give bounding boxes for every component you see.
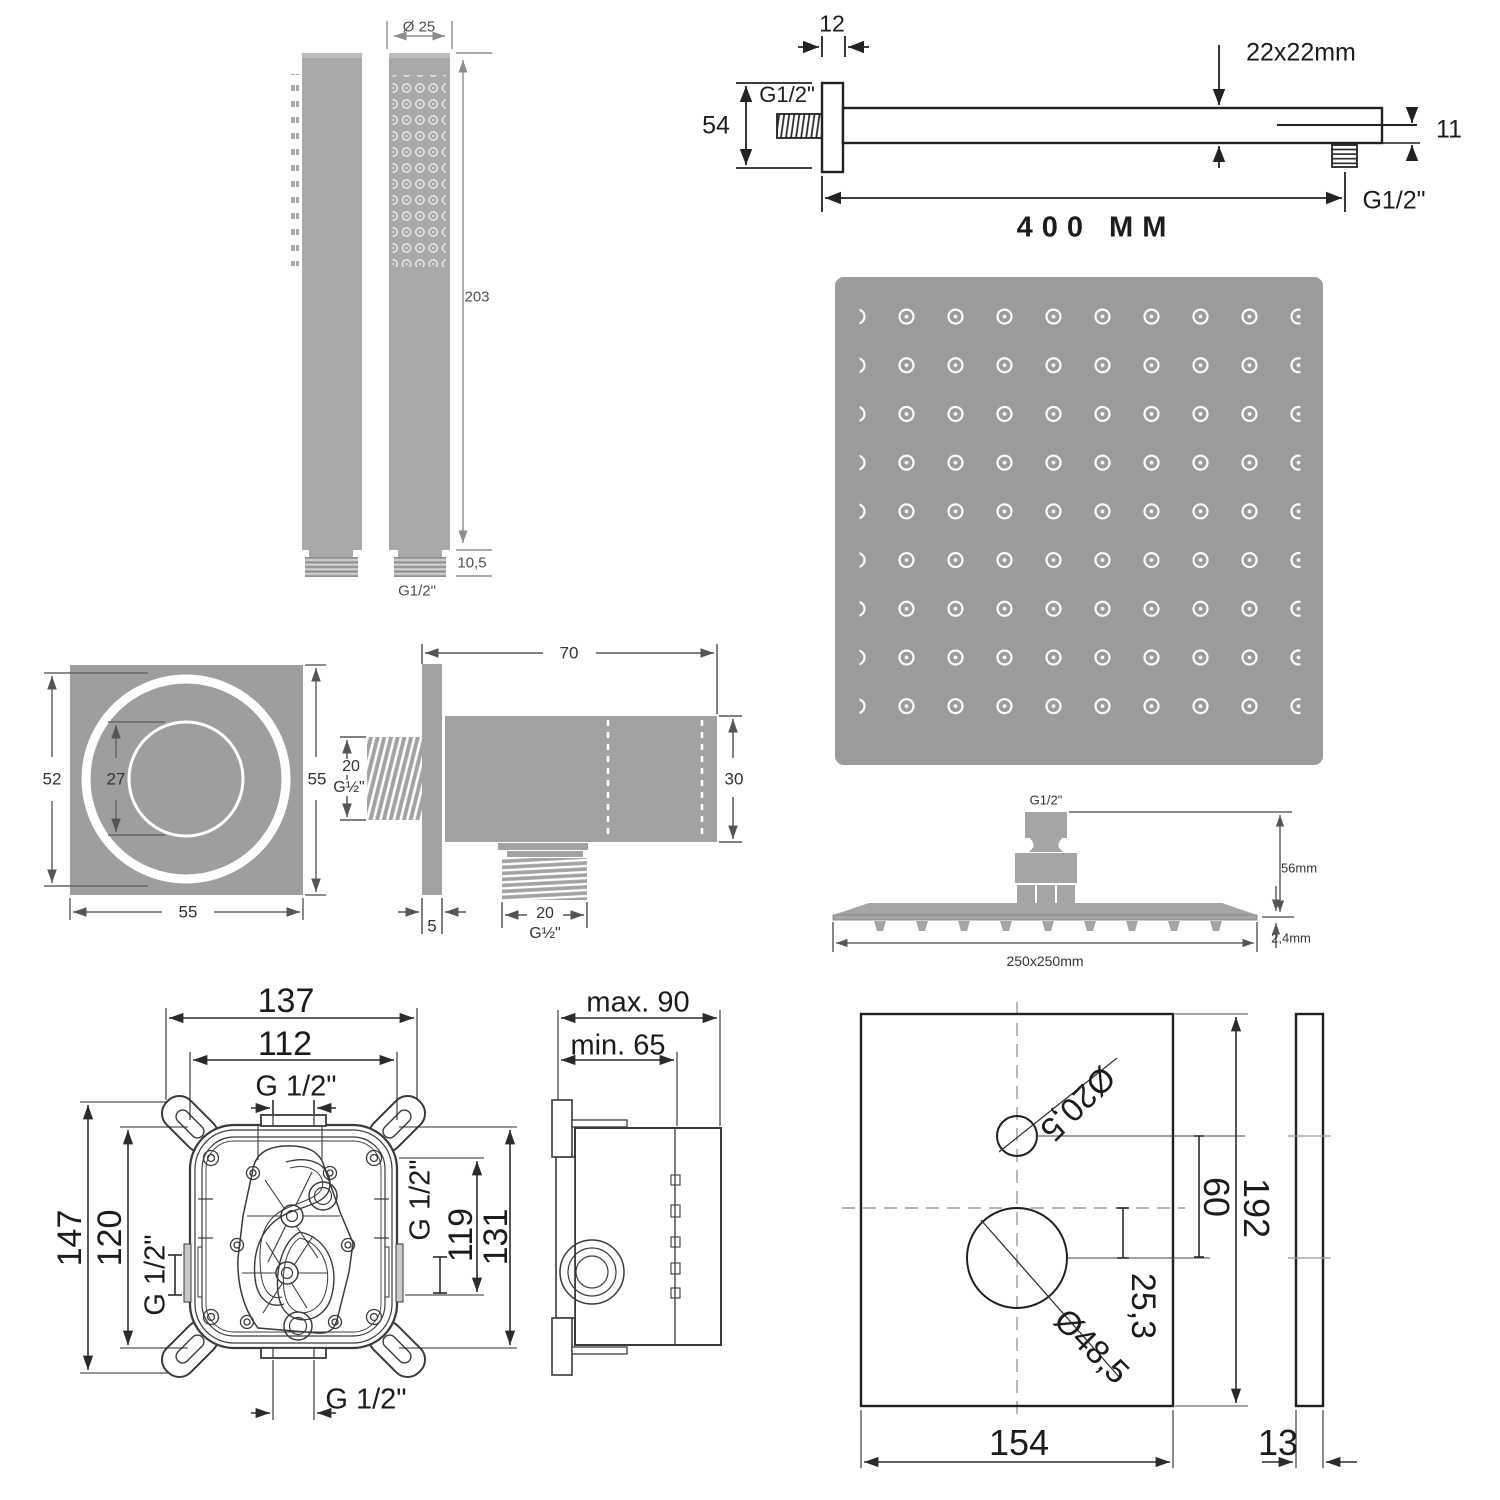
outlet-outlet-length-label: 20 <box>536 905 554 922</box>
outlet-width-label: 55 <box>178 902 198 922</box>
wall-outlet-side-drawing <box>340 644 742 934</box>
plate-thickness-label: 13 <box>1257 1422 1299 1463</box>
valve-front-drawing <box>80 1008 517 1420</box>
outlet-ring-inner-label: 27 <box>106 769 126 789</box>
valve-port-span-right-label: 119 <box>442 1207 480 1263</box>
valve-width-total-label: 137 <box>257 982 315 1020</box>
outlet-inlet-length-label: 20 <box>339 759 363 775</box>
outlet-height-label: 55 <box>307 769 327 789</box>
shower-arm-drawing <box>736 36 1420 212</box>
cover-plate-drawing <box>842 1002 1357 1468</box>
arm-flange-thickness-label: 12 <box>819 10 845 37</box>
plate-hole-centers-label: 60 <box>1196 1176 1237 1218</box>
arm-flange-height-label: 54 <box>702 111 730 140</box>
plate-hole-offset-label: 25,3 <box>1124 1272 1162 1340</box>
valve-side-drawing <box>551 1010 722 1376</box>
handshower-tip-length-label: 10,5 <box>457 554 487 572</box>
shower-head-side-drawing <box>832 811 1294 952</box>
valve-depth-max-label: max. 90 <box>586 986 690 1019</box>
valve-width-body-label: 112 <box>257 1025 313 1063</box>
outlet-body-height-label: 30 <box>724 769 744 789</box>
handshower-length-label: 203 <box>464 288 490 306</box>
outlet-plate-thickness-label: 5 <box>427 916 437 936</box>
head-size-label: 250x250mm <box>1006 953 1084 969</box>
head-height-label: 56mm <box>1280 860 1318 876</box>
arm-profile-label: 22x22mm <box>1246 38 1356 67</box>
handshower-diameter-label: Ø 25 <box>402 18 436 36</box>
valve-height-total-label: 147 <box>51 1209 89 1267</box>
plate-width-label: 154 <box>988 1422 1050 1463</box>
arm-outlet-thread-label: G1/2" <box>1362 186 1426 215</box>
valve-height-body-label: 120 <box>91 1209 129 1267</box>
outlet-length-label: 70 <box>559 643 579 663</box>
handshower-thread-label: G1/2" <box>398 582 436 600</box>
head-plate-thickness-label: 2,4mm <box>1271 930 1311 946</box>
shower-head-top-drawing <box>835 277 1323 765</box>
arm-length-label: 400 MM <box>1016 211 1176 244</box>
outlet-ring-outer-label: 52 <box>42 769 62 789</box>
outlet-inlet-thread-label: G½" <box>330 780 368 796</box>
wall-outlet-front-drawing <box>44 664 326 920</box>
valve-height-right-label: 131 <box>477 1208 515 1266</box>
valve-thread-bottom-label: G 1/2" <box>325 1383 407 1416</box>
valve-thread-right-label: G 1/2" <box>404 1159 437 1241</box>
handshower-drawing <box>291 21 492 577</box>
head-thread-label: G1/2" <box>1029 792 1063 808</box>
valve-thread-top-label: G 1/2" <box>255 1070 337 1103</box>
valve-thread-left-label: G 1/2" <box>139 1234 172 1316</box>
arm-wall-thread-label: G1/2" <box>759 82 815 107</box>
arm-outlet-offset-label: 11 <box>1436 115 1462 144</box>
outlet-outlet-thread-label: G½" <box>529 925 561 942</box>
valve-depth-min-label: min. 65 <box>570 1029 666 1062</box>
plate-height-label: 192 <box>1236 1177 1277 1239</box>
